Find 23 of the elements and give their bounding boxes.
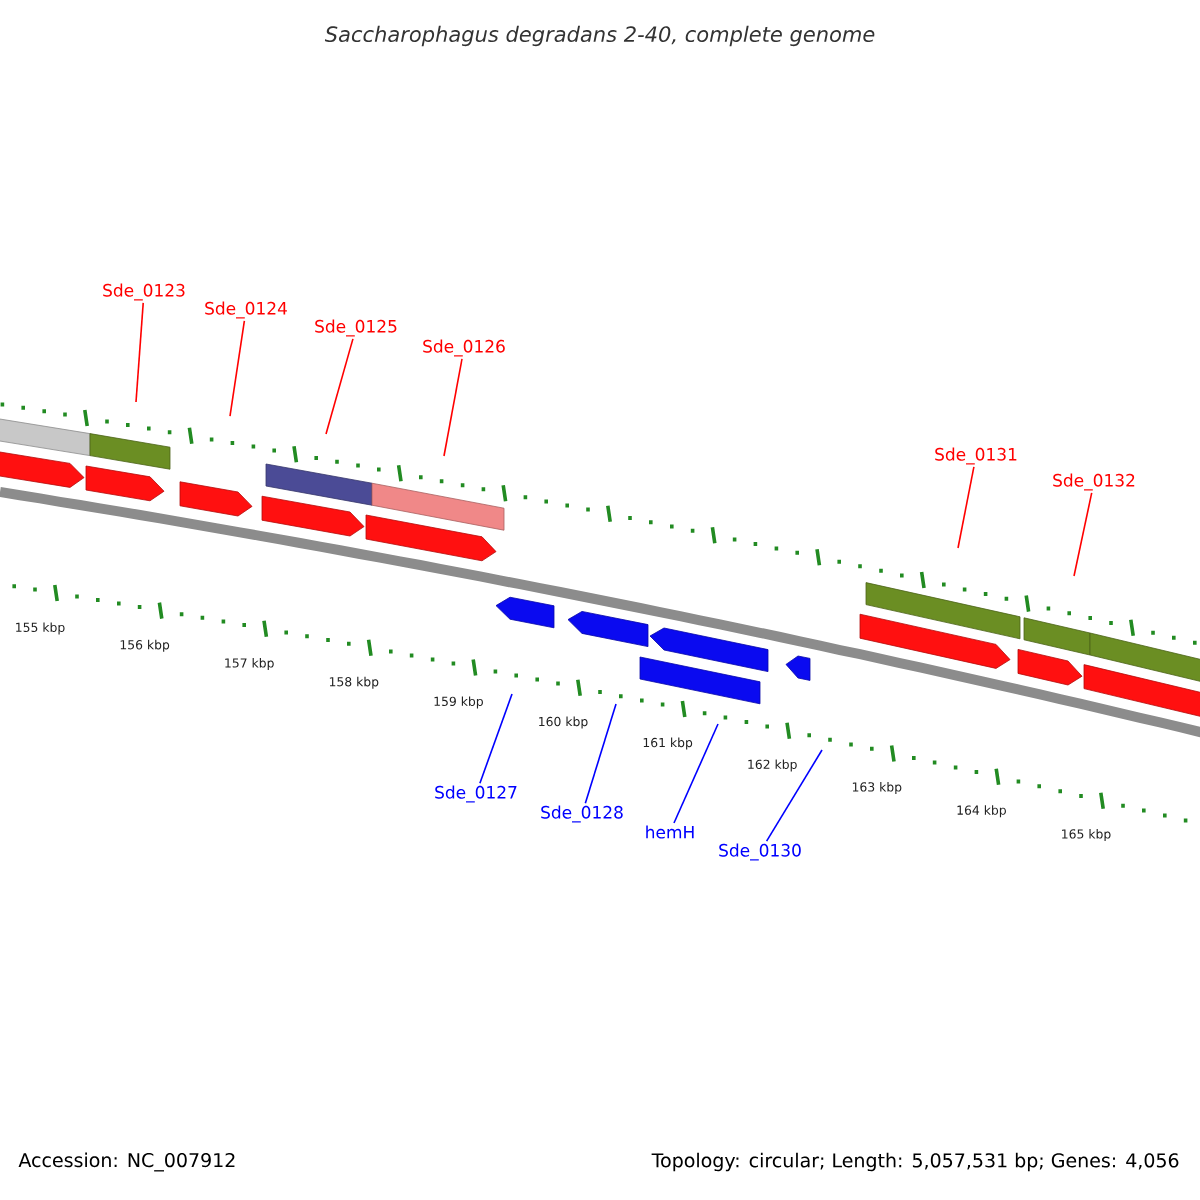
gene-label: Sde_0132: [1053, 473, 1135, 491]
gene-label: Sde_0131: [935, 447, 1017, 465]
gene-label: Sde_0127: [435, 785, 517, 803]
genome-summary: Topology: circular; Length: 5,057,531 bp; Genes: 4,056: [651, 1152, 1179, 1172]
leader-line: [765, 749, 823, 842]
gene-label: Sde_0130: [719, 843, 801, 861]
leader-line: [957, 466, 975, 549]
accession-text: Accession: NC_007912: [18, 1152, 235, 1172]
title: Saccharophagus degradans 2-40, complete genome: [324, 25, 875, 47]
leader-line: [584, 703, 617, 804]
gene-label: hemH: [646, 825, 694, 839]
gene-label: Sde_0123: [103, 283, 185, 301]
leader-line: [325, 338, 354, 435]
leader-line: [479, 693, 513, 784]
gene-label: Sde_0125: [315, 319, 397, 337]
gene-label: Sde_0124: [205, 301, 287, 319]
gene-label: Sde_0126: [423, 339, 505, 357]
leader-line: [673, 723, 719, 824]
leader-line: [135, 302, 144, 403]
leader-line: [443, 358, 463, 457]
leader-line: [229, 320, 246, 417]
gene-label: Sde_0128: [541, 805, 623, 823]
leader-line: [1073, 492, 1093, 577]
